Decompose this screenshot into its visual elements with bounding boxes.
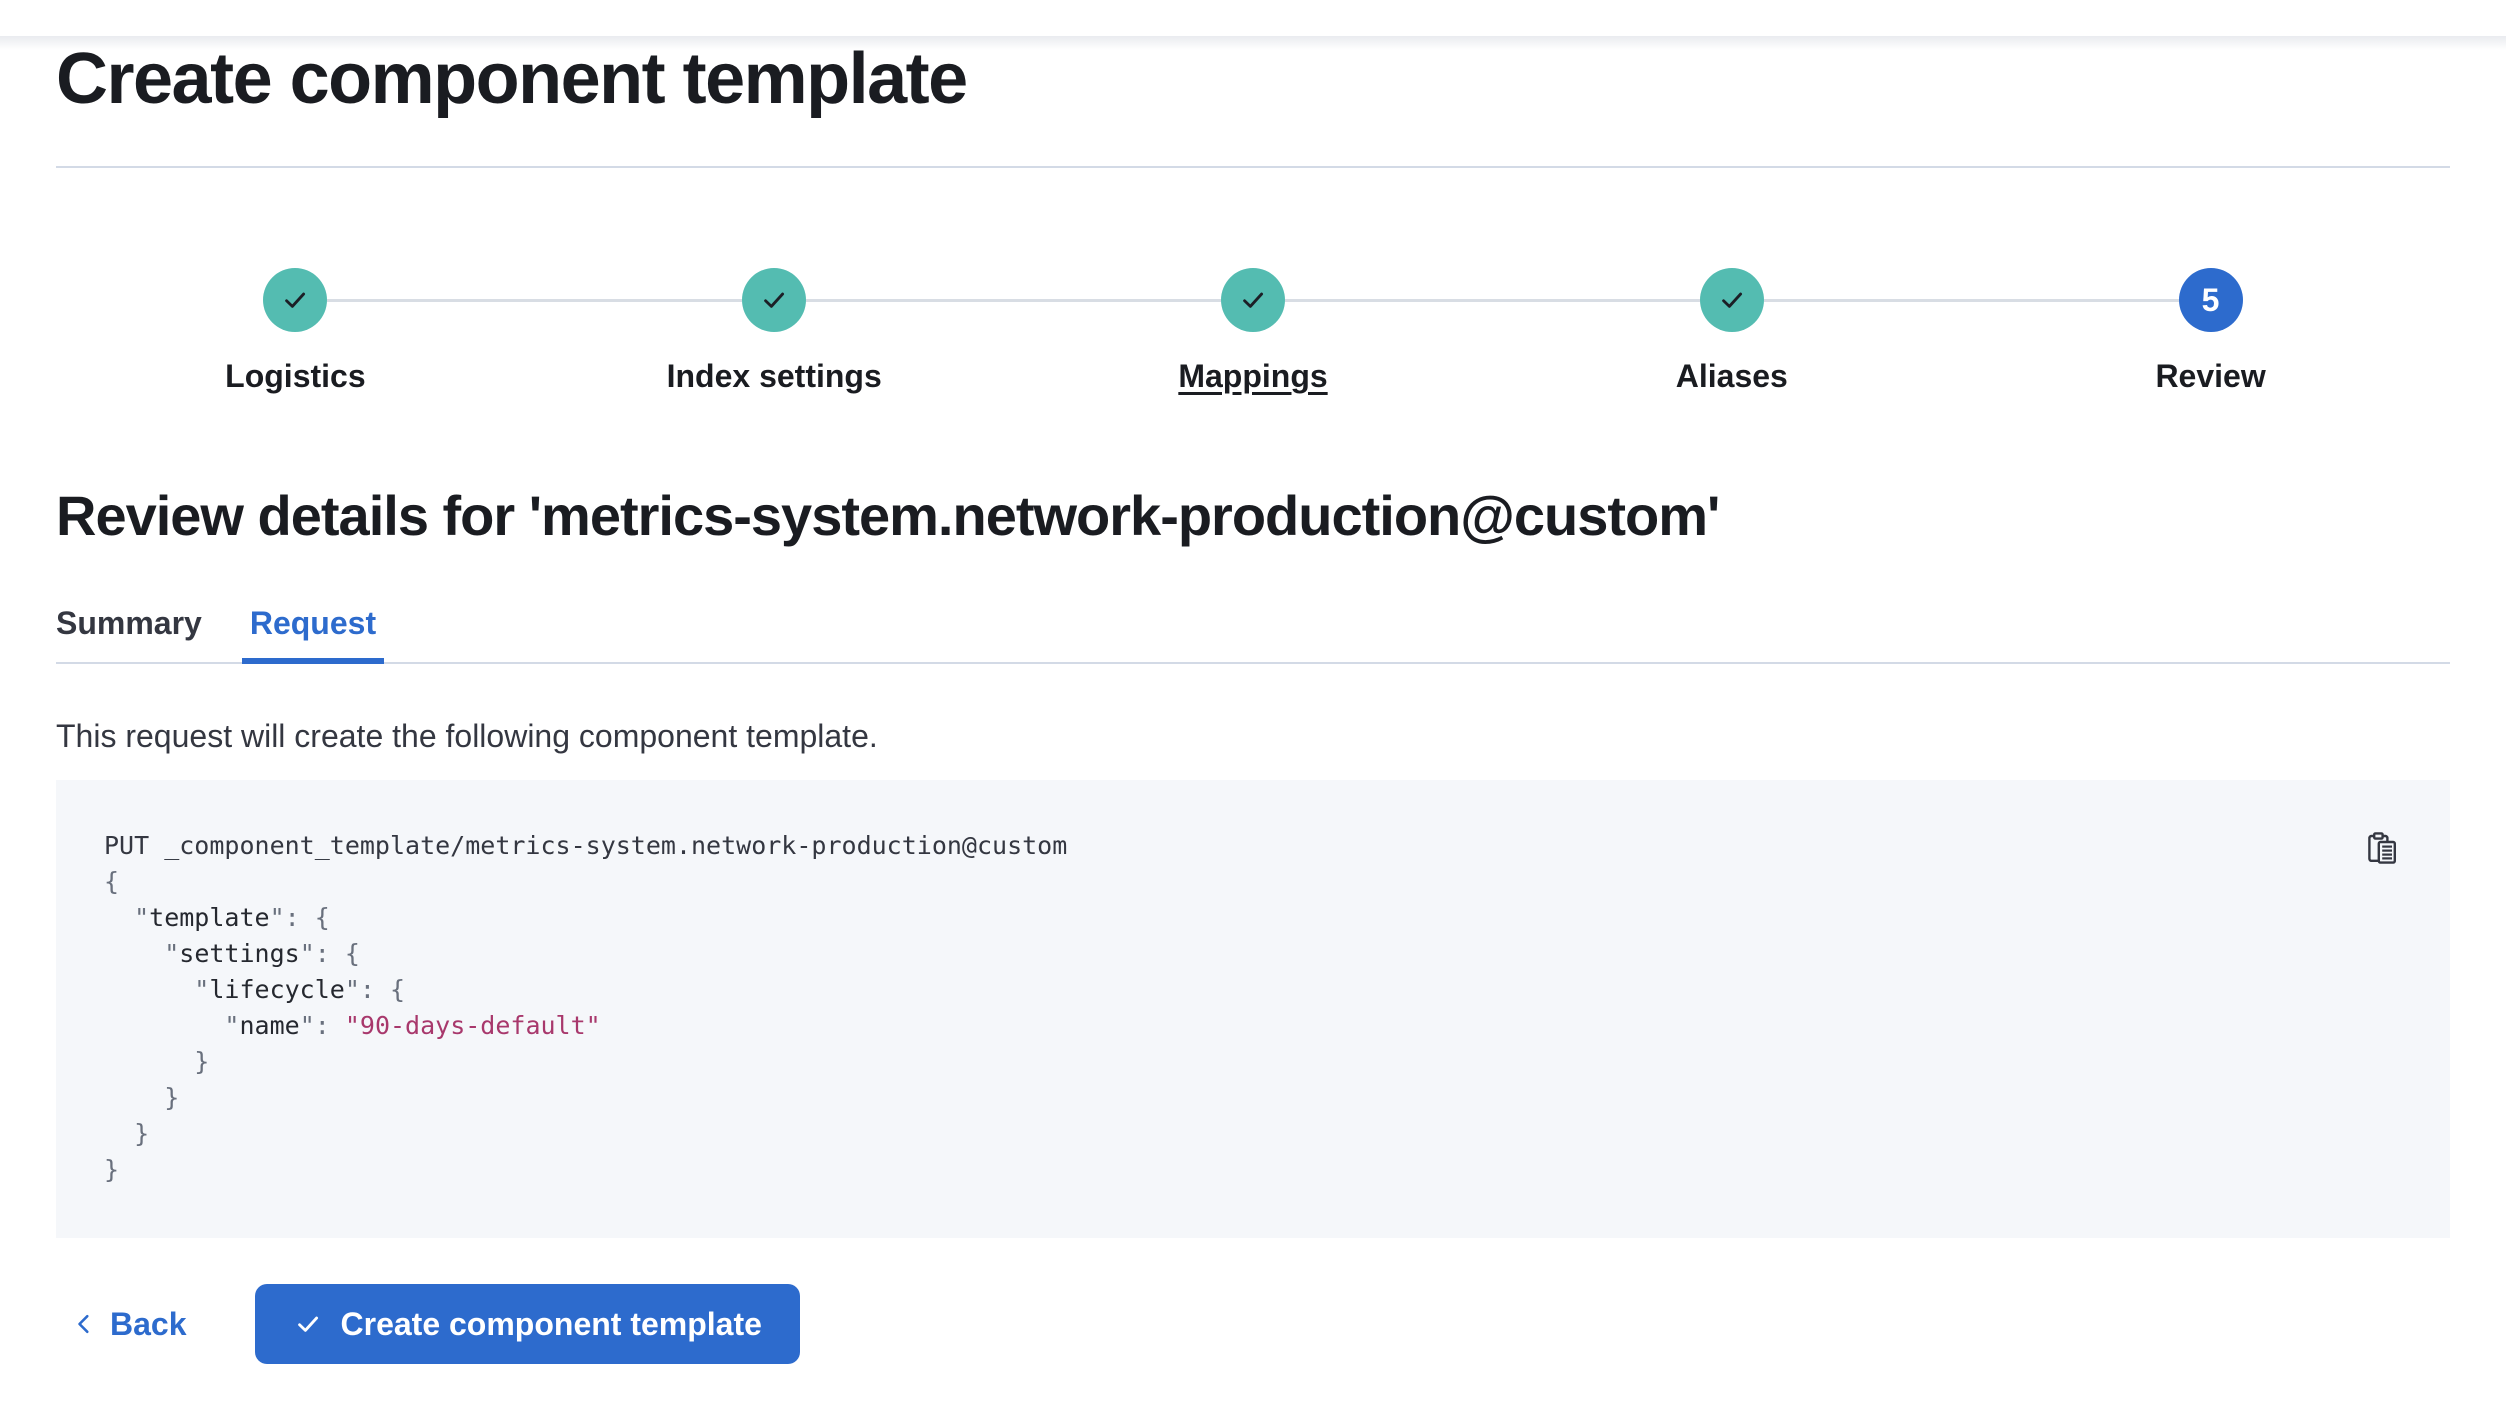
tab-summary[interactable]: Summary	[56, 605, 202, 641]
code-line: "settings": {	[104, 939, 360, 968]
wizard-footer: Back Create component template	[56, 1284, 2450, 1364]
code-line: "template": {	[104, 903, 330, 932]
step-logistics[interactable]: Logistics	[56, 268, 535, 396]
request-code: PUT _component_template/metrics-system.n…	[104, 828, 2402, 1188]
check-icon	[1238, 285, 1268, 315]
step-label-review: Review	[2155, 358, 2266, 394]
step-circle-review: 5	[2178, 268, 2243, 332]
step-label-aliases[interactable]: Aliases	[1675, 358, 1788, 394]
top-edge-shadow	[0, 36, 2506, 50]
code-line: "name": "90-days-default"	[104, 1011, 601, 1040]
step-circle-logistics[interactable]	[263, 268, 328, 332]
check-icon	[280, 285, 310, 315]
check-icon	[293, 1309, 323, 1339]
check-icon	[759, 285, 789, 315]
chevron-left-icon	[72, 1312, 96, 1336]
copy-button[interactable]	[2366, 832, 2398, 864]
copy-clipboard-icon	[2366, 832, 2398, 864]
back-button[interactable]: Back	[56, 1284, 203, 1364]
title-divider	[56, 166, 2450, 168]
request-code-block: PUT _component_template/metrics-system.n…	[56, 780, 2450, 1238]
create-component-template-page: Create component template Logistics Index…	[0, 36, 2506, 1364]
request-description: This request will create the following c…	[56, 718, 878, 754]
review-tabs: Summary Request	[56, 602, 2450, 664]
create-button-label: Create component template	[340, 1305, 762, 1342]
code-line: }	[104, 1047, 210, 1076]
back-button-label: Back	[110, 1305, 187, 1342]
step-circle-mappings[interactable]	[1220, 268, 1285, 332]
code-line: }	[104, 1083, 180, 1112]
code-line: "lifecycle": {	[104, 975, 406, 1004]
page-title: Create component template	[56, 39, 968, 119]
step-number: 5	[2201, 281, 2220, 318]
code-line: }	[104, 1119, 150, 1148]
code-line: }	[104, 1155, 120, 1184]
code-line: {	[104, 867, 120, 896]
step-label-logistics[interactable]: Logistics	[225, 358, 366, 394]
step-index-settings[interactable]: Index settings	[534, 268, 1014, 396]
step-aliases[interactable]: Aliases	[1492, 268, 1971, 396]
tab-request[interactable]: Request	[241, 602, 385, 664]
step-circle-index-settings[interactable]	[742, 268, 807, 332]
review-heading: Review details for 'metrics-system.netwo…	[56, 484, 1720, 547]
create-component-template-button[interactable]: Create component template	[254, 1284, 800, 1364]
step-mappings[interactable]: Mappings	[1013, 268, 1493, 396]
step-circle-aliases[interactable]	[1699, 268, 1764, 332]
step-label-index-settings[interactable]: Index settings	[666, 358, 882, 394]
code-line: PUT _component_template/metrics-system.n…	[104, 831, 1068, 860]
check-icon	[1717, 285, 1747, 315]
step-label-mappings[interactable]: Mappings	[1178, 358, 1328, 394]
